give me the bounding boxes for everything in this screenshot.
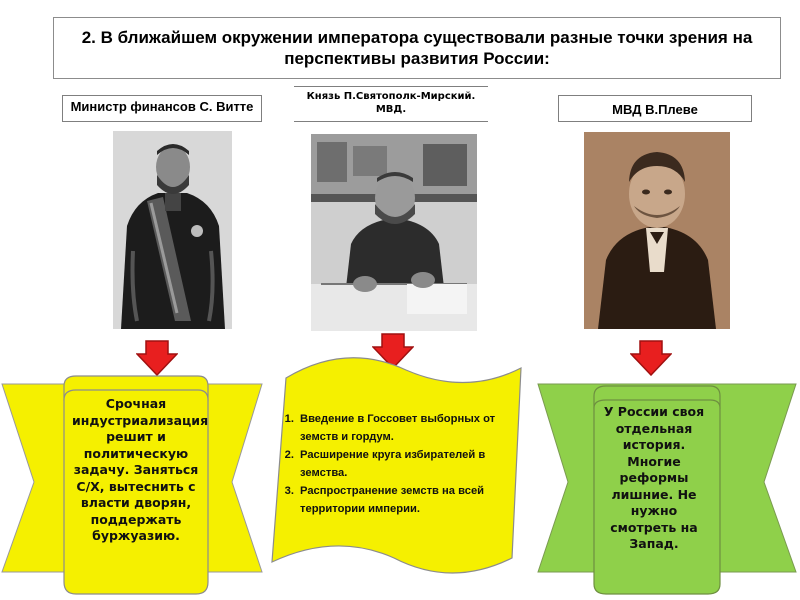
pleve-view-text: У России своя отдельная история. Многие … xyxy=(603,404,705,551)
down-arrow-icon xyxy=(136,340,178,376)
label-mirsky-line2: МВД. xyxy=(375,104,407,115)
list-item-text: Введение в Госсовет выборных от земств и… xyxy=(300,413,496,443)
title-text: В ближайшем окружении императора существ… xyxy=(95,28,753,68)
down-arrow-icon xyxy=(372,333,414,369)
label-mirsky-line1: Князь П.Святополк-Мирский. xyxy=(306,91,476,102)
list-item: 1. Введение в Госсовет выборных от земств… xyxy=(278,410,518,446)
list-item-text: Расширение круга избирателей в земства. xyxy=(300,449,486,479)
title-number: 2. xyxy=(81,28,96,47)
label-mirsky: Князь П.Святополк-Мирский. МВД. xyxy=(294,86,488,122)
down-arrow-icon xyxy=(630,340,672,376)
list-item: 3. Распространение земств на всей террито… xyxy=(278,482,518,518)
slide-title: 2. В ближайшем окружении императора суще… xyxy=(53,17,781,79)
list-item-number: 1. xyxy=(284,413,294,425)
witte-view-text: Срочная индустриализация решит и политич… xyxy=(72,396,209,543)
witte-portrait-photo xyxy=(113,131,232,329)
witte-view-banner xyxy=(1,375,263,595)
pleve-view-banner xyxy=(537,383,797,595)
mirsky-view-banner xyxy=(271,357,522,574)
list-item-text: Распространение земств на всей территори… xyxy=(300,485,485,515)
label-pleve: МВД В.Плеве xyxy=(558,95,752,122)
list-item: 2. Расширение круга избирателей в земства… xyxy=(278,446,518,482)
label-witte: Министр финансов С. Витте xyxy=(62,95,262,122)
mirsky-portrait-photo xyxy=(311,134,477,331)
list-item-number: 3. xyxy=(284,485,294,497)
list-item-number: 2. xyxy=(284,449,294,461)
mirsky-view-list: 1. Введение в Госсовет выборных от земств… xyxy=(278,410,518,518)
pleve-portrait-photo xyxy=(584,132,730,329)
